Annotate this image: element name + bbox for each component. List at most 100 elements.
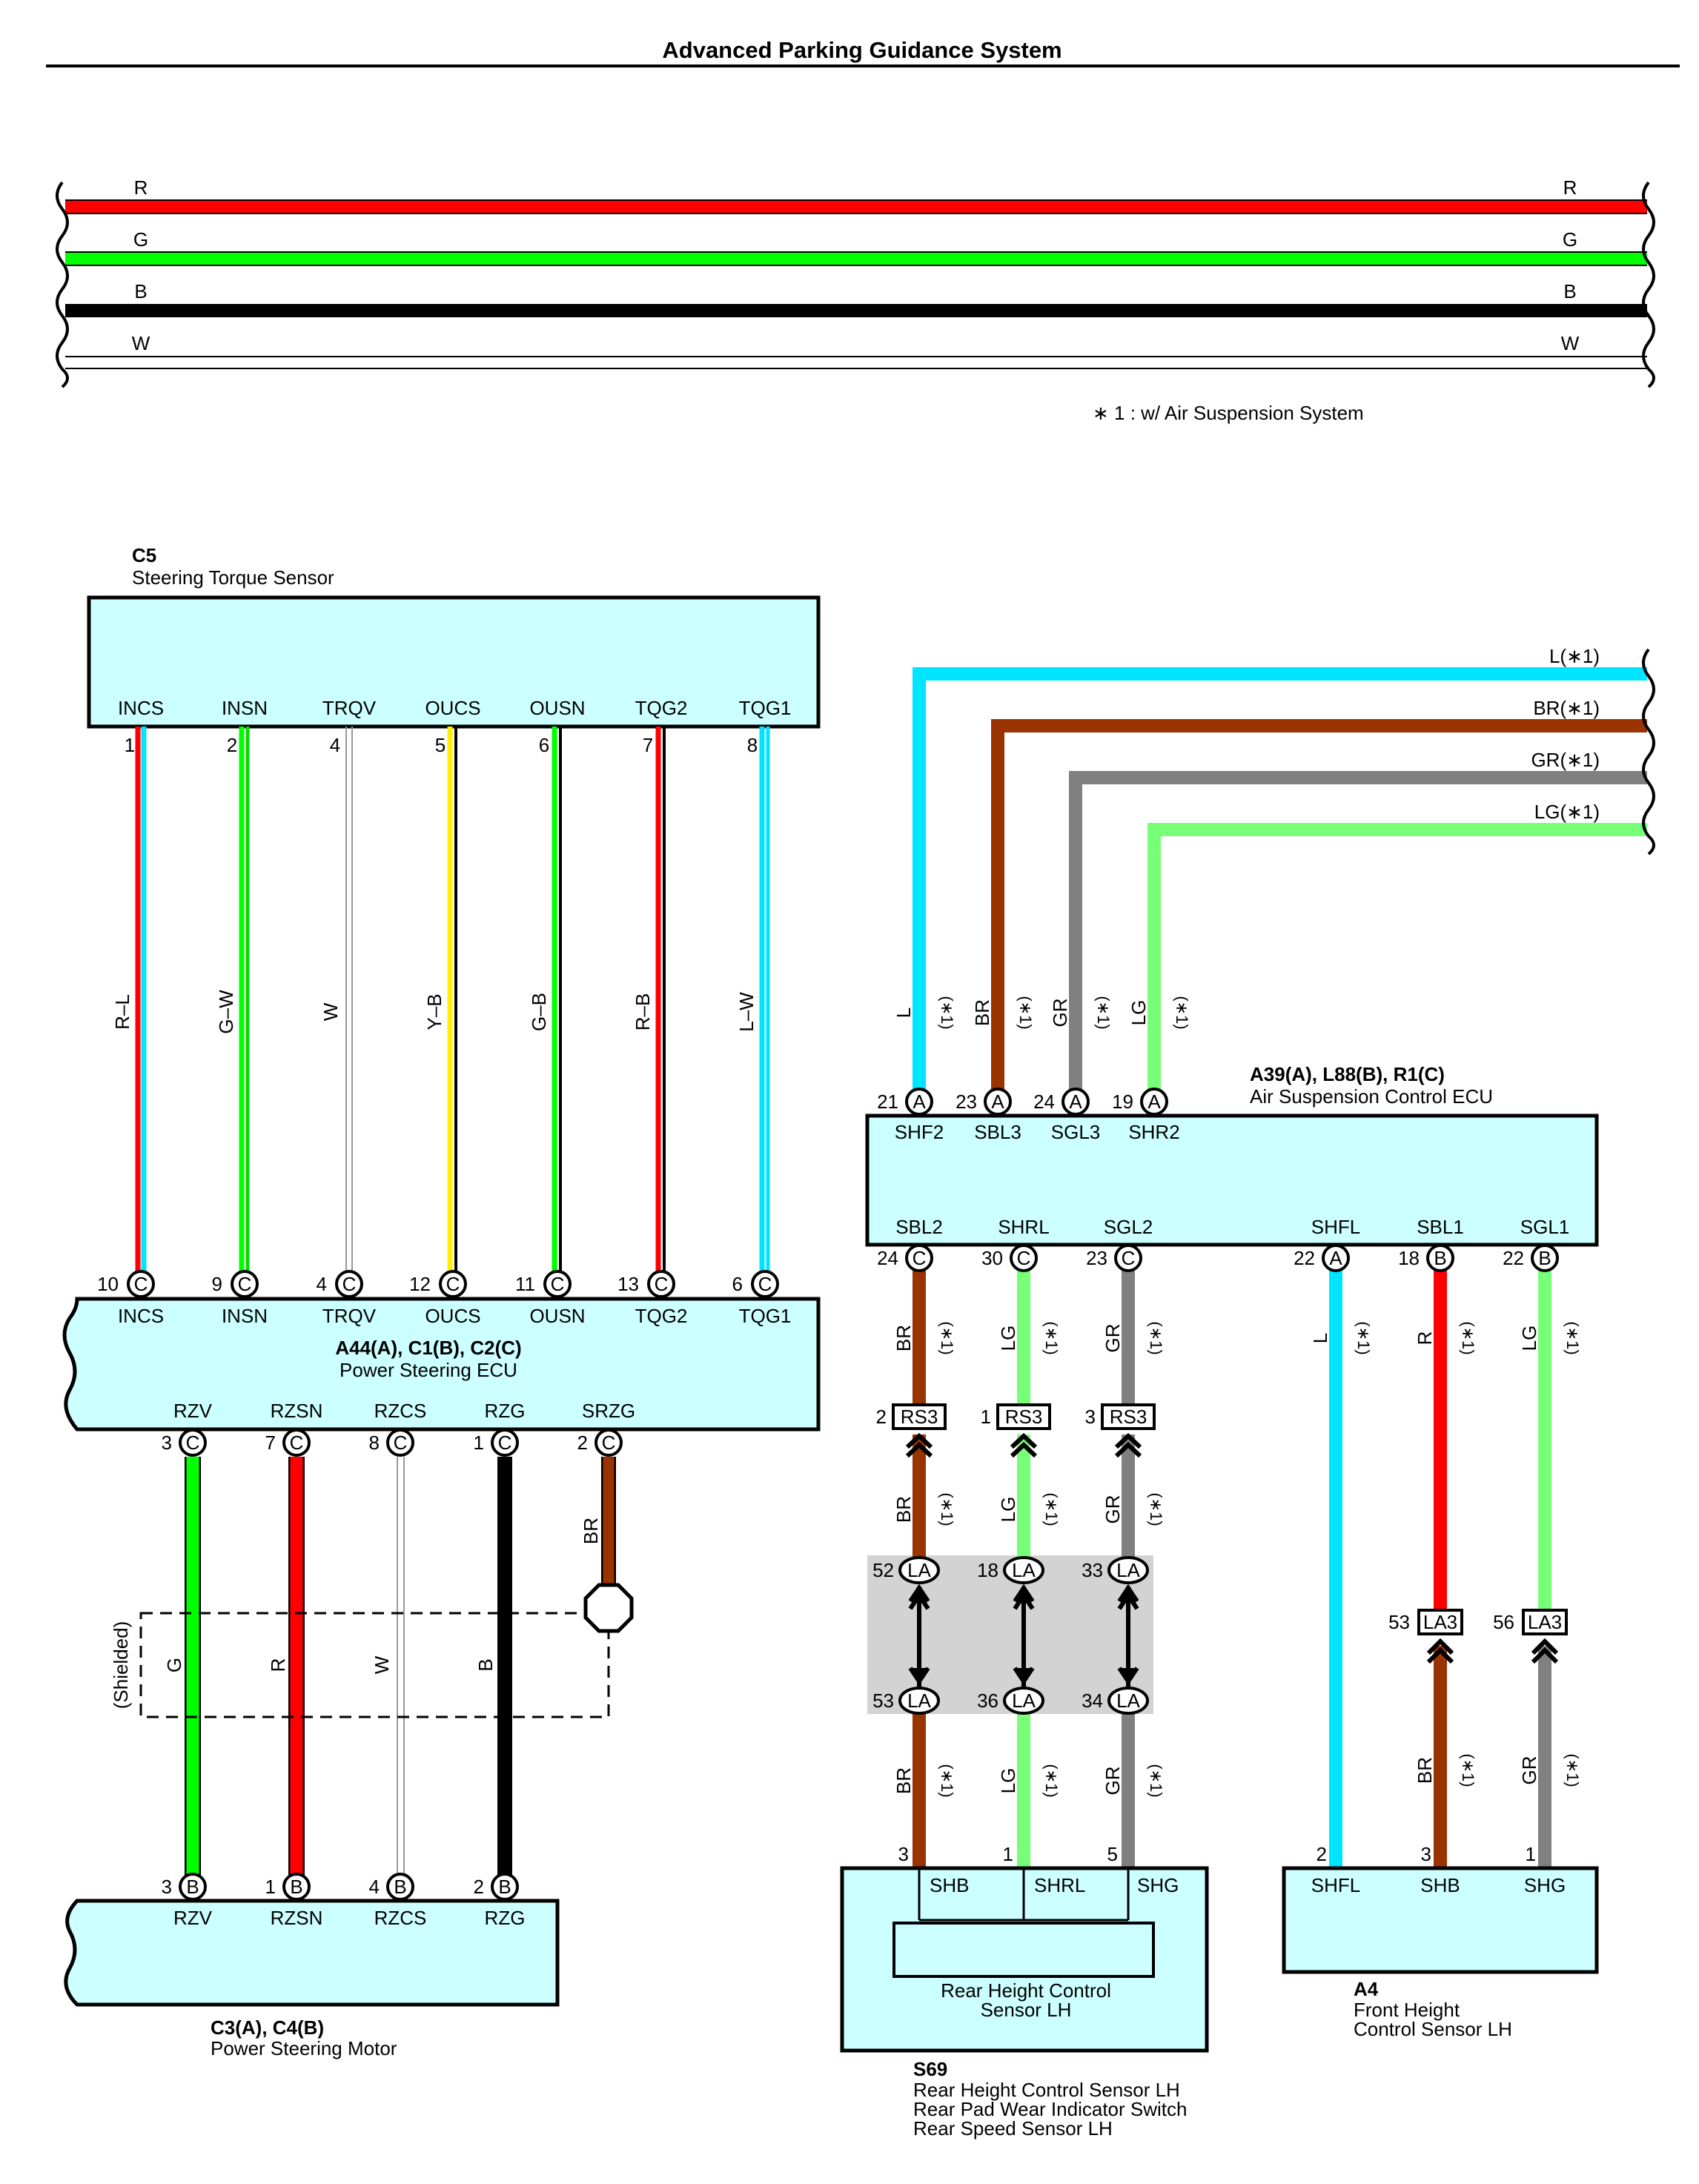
s69-name-3: Rear Speed Sensor LH <box>913 2117 1113 2140</box>
svg-text:GR: GR <box>1102 1767 1124 1796</box>
svg-text:B: B <box>1538 1247 1551 1269</box>
shield-label: (Shielded) <box>110 1621 132 1710</box>
c5-pin-labels: INCS INSN TRQV OUCS OUSN TQG2 TQG1 <box>118 697 791 719</box>
svg-text:18: 18 <box>977 1559 998 1581</box>
svg-text:L: L <box>892 1007 915 1018</box>
svg-text:21: 21 <box>877 1091 898 1113</box>
svg-text:RZG: RZG <box>485 1907 526 1929</box>
svg-text:(∗1): (∗1) <box>1459 1321 1477 1354</box>
svg-text:53: 53 <box>872 1690 894 1712</box>
svg-text:12: 12 <box>409 1273 431 1295</box>
svg-text:C: C <box>290 1432 304 1454</box>
svg-text:(∗1): (∗1) <box>1354 1321 1373 1354</box>
svg-text:6: 6 <box>539 734 549 756</box>
ps-ecu-box <box>62 1297 821 1432</box>
svg-text:C: C <box>1017 1247 1031 1269</box>
svg-text:24: 24 <box>1033 1091 1055 1113</box>
lower-wire-colors: BR (∗1) LG (∗1) GR (∗1) BR (∗1) GR (∗1) <box>892 1753 1582 1797</box>
svg-text:BR: BR <box>580 1518 602 1544</box>
svg-text:LA: LA <box>1116 1690 1140 1712</box>
svg-text:22: 22 <box>1294 1247 1315 1269</box>
as-ecu-top-connectors: A 21 A 23 A 24 A 19 <box>877 1088 1168 1116</box>
shield-ground-symbol <box>583 1583 634 1633</box>
svg-text:11: 11 <box>515 1273 535 1295</box>
svg-text:8: 8 <box>369 1432 380 1454</box>
svg-text:4: 4 <box>317 1273 327 1295</box>
svg-text:(∗1): (∗1) <box>1147 1321 1165 1354</box>
c5-pin-incs: INCS <box>118 697 164 719</box>
s69-pin-labels: SHB SHRL SHG <box>930 1874 1179 1896</box>
motor-code: C3(A), C4(B) <box>211 2016 324 2039</box>
svg-text:8: 8 <box>747 734 758 756</box>
svg-text:LG: LG <box>1518 1326 1540 1351</box>
mid-wire-colors: BR (∗1) LG (∗1) GR (∗1) <box>892 1492 1165 1526</box>
svg-text:(∗1): (∗1) <box>1173 996 1191 1029</box>
svg-text:TQG2: TQG2 <box>635 1305 688 1327</box>
svg-text:RZCS: RZCS <box>374 1400 427 1422</box>
svg-text:B: B <box>498 1876 511 1898</box>
svg-text:23: 23 <box>1086 1247 1107 1269</box>
svg-text:RS3: RS3 <box>1110 1406 1147 1428</box>
svg-text:1: 1 <box>265 1876 276 1898</box>
s69-inner-line-2: Sensor LH <box>981 1999 1072 2021</box>
svg-text:SGL1: SGL1 <box>1520 1216 1570 1238</box>
svg-text:A: A <box>1329 1247 1342 1269</box>
svg-text:C: C <box>602 1432 616 1454</box>
svg-text:R–L: R–L <box>111 994 133 1030</box>
svg-text:BR: BR <box>971 999 993 1026</box>
svg-text:SHB: SHB <box>930 1874 969 1896</box>
as-ecu-lower-wires <box>913 1260 1551 1868</box>
svg-text:(∗1): (∗1) <box>1094 996 1113 1029</box>
bus-b-label-right: B <box>1563 280 1576 302</box>
svg-text:1: 1 <box>1003 1843 1013 1865</box>
svg-text:C: C <box>655 1273 669 1295</box>
svg-text:LA: LA <box>1012 1559 1036 1581</box>
svg-text:A: A <box>1069 1091 1082 1113</box>
c5-pin-tqg2: TQG2 <box>635 697 688 719</box>
c5-pin-trqv: TRQV <box>322 697 377 719</box>
footnote: ∗ 1 : w/ Air Suspension System <box>1093 402 1364 424</box>
svg-text:C: C <box>394 1432 408 1454</box>
page-title: Advanced Parking Guidance System <box>662 37 1062 63</box>
svg-text:W: W <box>319 1002 342 1021</box>
svg-text:9: 9 <box>212 1273 222 1295</box>
c5-wire-colors: R–L G–W W Y–B G–B R–B L–W <box>111 990 758 1034</box>
svg-text:A: A <box>913 1091 926 1113</box>
a4-box <box>1282 1866 1599 1974</box>
ps-ecu-bottom-pin-labels: RZV RZSN RZCS RZG SRZG <box>173 1400 635 1422</box>
svg-text:LA: LA <box>1012 1690 1036 1712</box>
svg-text:LA: LA <box>907 1559 931 1581</box>
svg-text:LA3: LA3 <box>1423 1611 1457 1633</box>
svg-text:18: 18 <box>1398 1247 1420 1269</box>
a4-pin-numbers: 2 3 1 <box>1317 1843 1536 1865</box>
right-bus <box>913 648 1655 1090</box>
svg-text:2: 2 <box>876 1406 887 1428</box>
svg-text:SBL2: SBL2 <box>895 1216 943 1238</box>
svg-text:SGL3: SGL3 <box>1051 1121 1101 1143</box>
svg-text:GR: GR <box>1102 1495 1124 1524</box>
svg-text:INCS: INCS <box>118 1305 164 1327</box>
svg-text:RZSN: RZSN <box>271 1400 323 1422</box>
svg-text:SHB: SHB <box>1420 1874 1460 1896</box>
svg-text:(∗1): (∗1) <box>1147 1492 1165 1526</box>
svg-text:(∗1): (∗1) <box>1147 1764 1165 1797</box>
svg-text:(∗1): (∗1) <box>1042 1321 1061 1354</box>
svg-text:BR: BR <box>892 1496 915 1523</box>
svg-text:1: 1 <box>981 1406 991 1428</box>
svg-text:A: A <box>1147 1091 1161 1113</box>
svg-text:RS3: RS3 <box>1005 1406 1043 1428</box>
svg-text:(∗1): (∗1) <box>938 996 956 1029</box>
svg-text:36: 36 <box>977 1690 998 1712</box>
ps-ecu-top-connectors: C 10 C 9 C 4 C 12 C 11 C 13 C 6 <box>97 1270 779 1298</box>
svg-text:TRQV: TRQV <box>322 1305 377 1327</box>
svg-text:7: 7 <box>643 734 653 756</box>
svg-text:52: 52 <box>872 1559 894 1581</box>
svg-text:(∗1): (∗1) <box>1042 1764 1061 1797</box>
c5-pin-oucs: OUCS <box>425 697 480 719</box>
svg-text:SHFL: SHFL <box>1311 1874 1360 1896</box>
svg-text:SBL3: SBL3 <box>974 1121 1021 1143</box>
la-top-connectors: LA 52 LA 18 LA 33 <box>872 1556 1149 1584</box>
svg-text:1: 1 <box>125 734 135 756</box>
svg-text:(∗1): (∗1) <box>1042 1492 1061 1526</box>
